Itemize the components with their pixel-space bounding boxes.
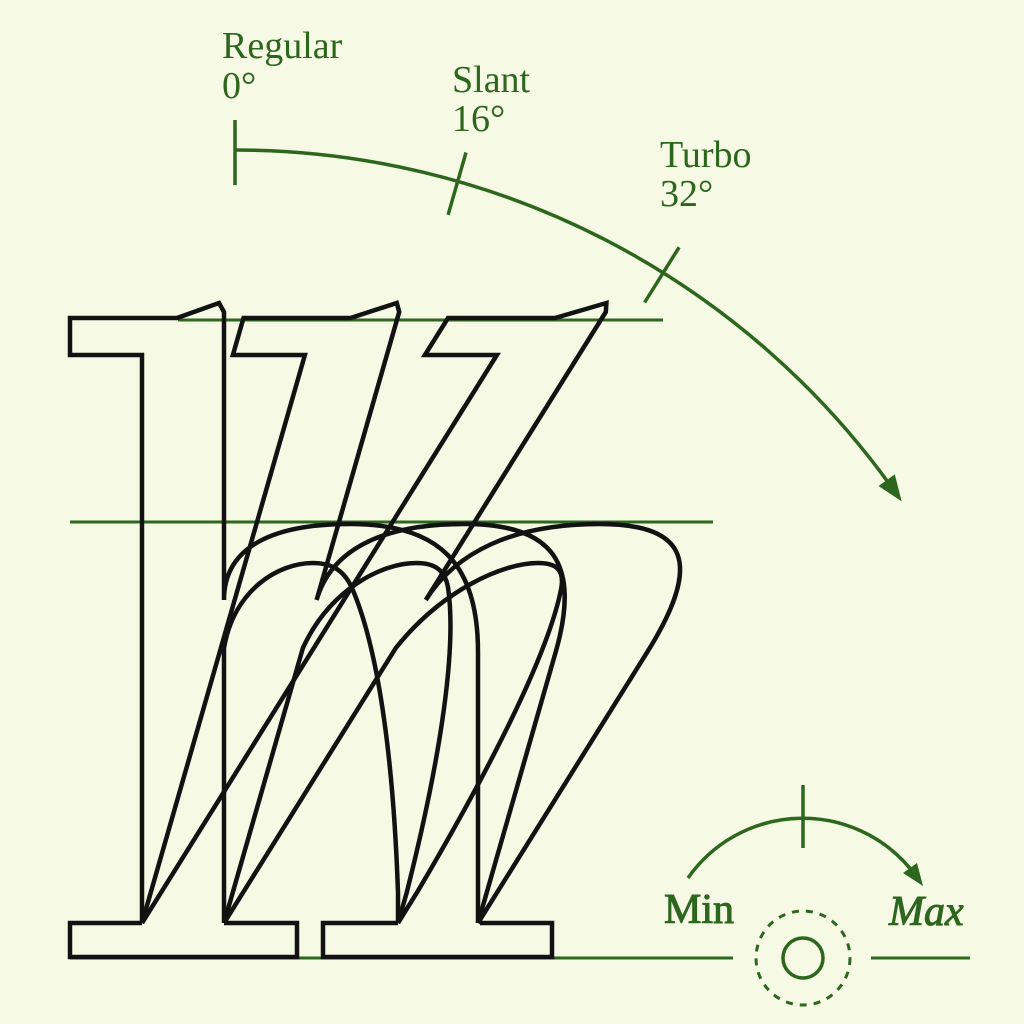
letterform-contour bbox=[67, 300, 481, 923]
letterform-contour bbox=[222, 560, 565, 925]
slant-arc-arrowhead bbox=[878, 474, 902, 502]
letterform-outlines bbox=[67, 299, 683, 925]
rotation-dial: Min Max bbox=[664, 785, 964, 1007]
tick-slant bbox=[446, 152, 468, 216]
leg-foot-slab bbox=[320, 920, 555, 960]
letterform-contour bbox=[221, 560, 401, 923]
dial-dashed-ring bbox=[754, 909, 852, 1007]
slant-arc bbox=[234, 148, 896, 491]
letterform-feet bbox=[67, 920, 555, 960]
letterform-turbo bbox=[140, 299, 683, 925]
tick-turbo bbox=[643, 246, 681, 304]
letterform-contour bbox=[140, 299, 683, 925]
letterform-regular bbox=[67, 300, 481, 923]
value-turbo-degrees: 32° bbox=[660, 173, 713, 215]
slant-scale-labels: Regular 0° Slant 16° Turbo 32° bbox=[222, 25, 752, 215]
slant-arc-ticks bbox=[233, 120, 681, 304]
label-turbo: Turbo bbox=[660, 134, 752, 176]
value-slant-degrees: 16° bbox=[452, 98, 505, 140]
value-regular-degrees: 0° bbox=[222, 65, 256, 107]
dial-arrowhead bbox=[903, 863, 923, 886]
dial-max-label: Max bbox=[888, 889, 964, 935]
stem-foot-slab bbox=[67, 920, 300, 960]
dial-min-label: Min bbox=[664, 887, 734, 933]
slant-arc-scale bbox=[233, 120, 902, 502]
label-regular: Regular bbox=[222, 25, 343, 67]
dial-knob bbox=[781, 936, 825, 980]
label-slant: Slant bbox=[452, 59, 531, 101]
